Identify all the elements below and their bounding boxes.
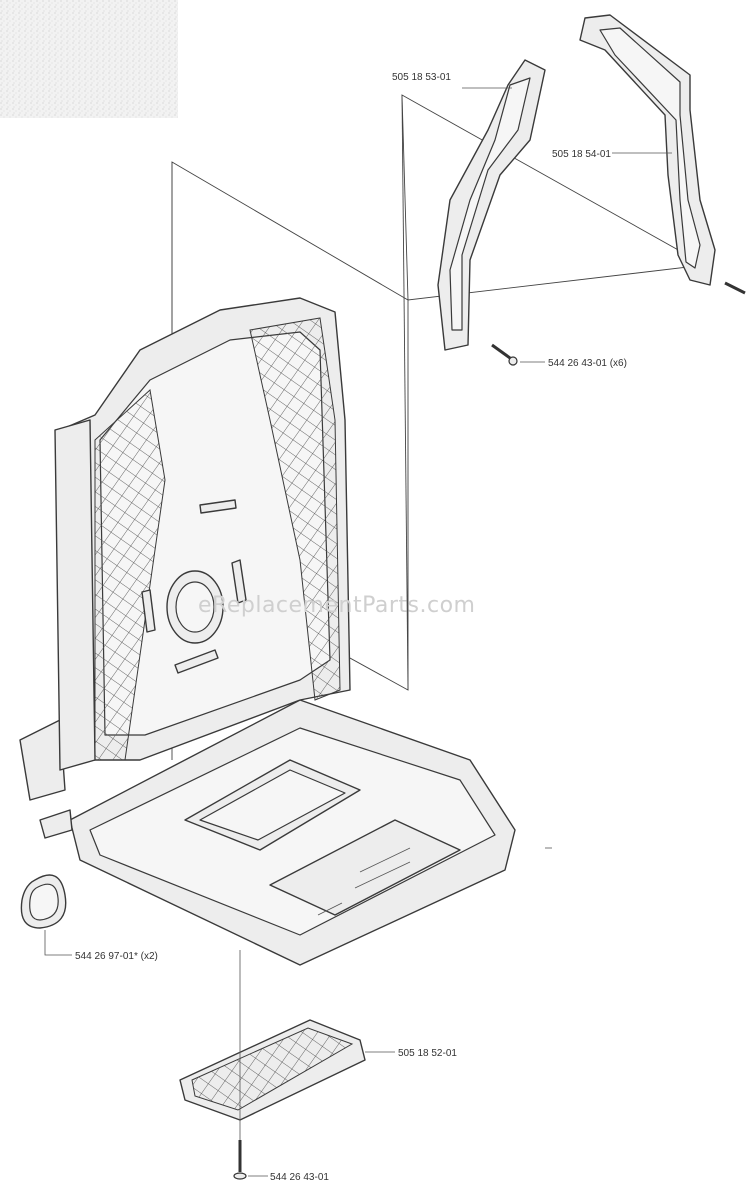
- label-screw-set: 544 26 43-01 (x6): [548, 358, 627, 369]
- screw-set: [491, 343, 518, 366]
- speckle-corner: [0, 0, 178, 118]
- handle-left: [437, 59, 546, 351]
- label-grille: 505 18 52-01: [398, 1048, 457, 1059]
- watermark: eReplacementParts.com: [198, 593, 475, 618]
- screw-single: [233, 1140, 247, 1180]
- grommet: [20, 874, 67, 929]
- label-grommet: 544 26 97-01* (x2): [75, 951, 158, 962]
- label-screw-single: 544 26 43-01: [270, 1172, 329, 1183]
- screw-right-handle: [724, 281, 746, 295]
- backrest-frame: [19, 297, 516, 966]
- grille: [179, 1019, 366, 1121]
- label-handle-left: 505 18 53-01: [392, 72, 451, 83]
- handle-right: [579, 14, 716, 286]
- label-handle-right: 505 18 54-01: [552, 149, 611, 160]
- leaders: [44, 87, 672, 1177]
